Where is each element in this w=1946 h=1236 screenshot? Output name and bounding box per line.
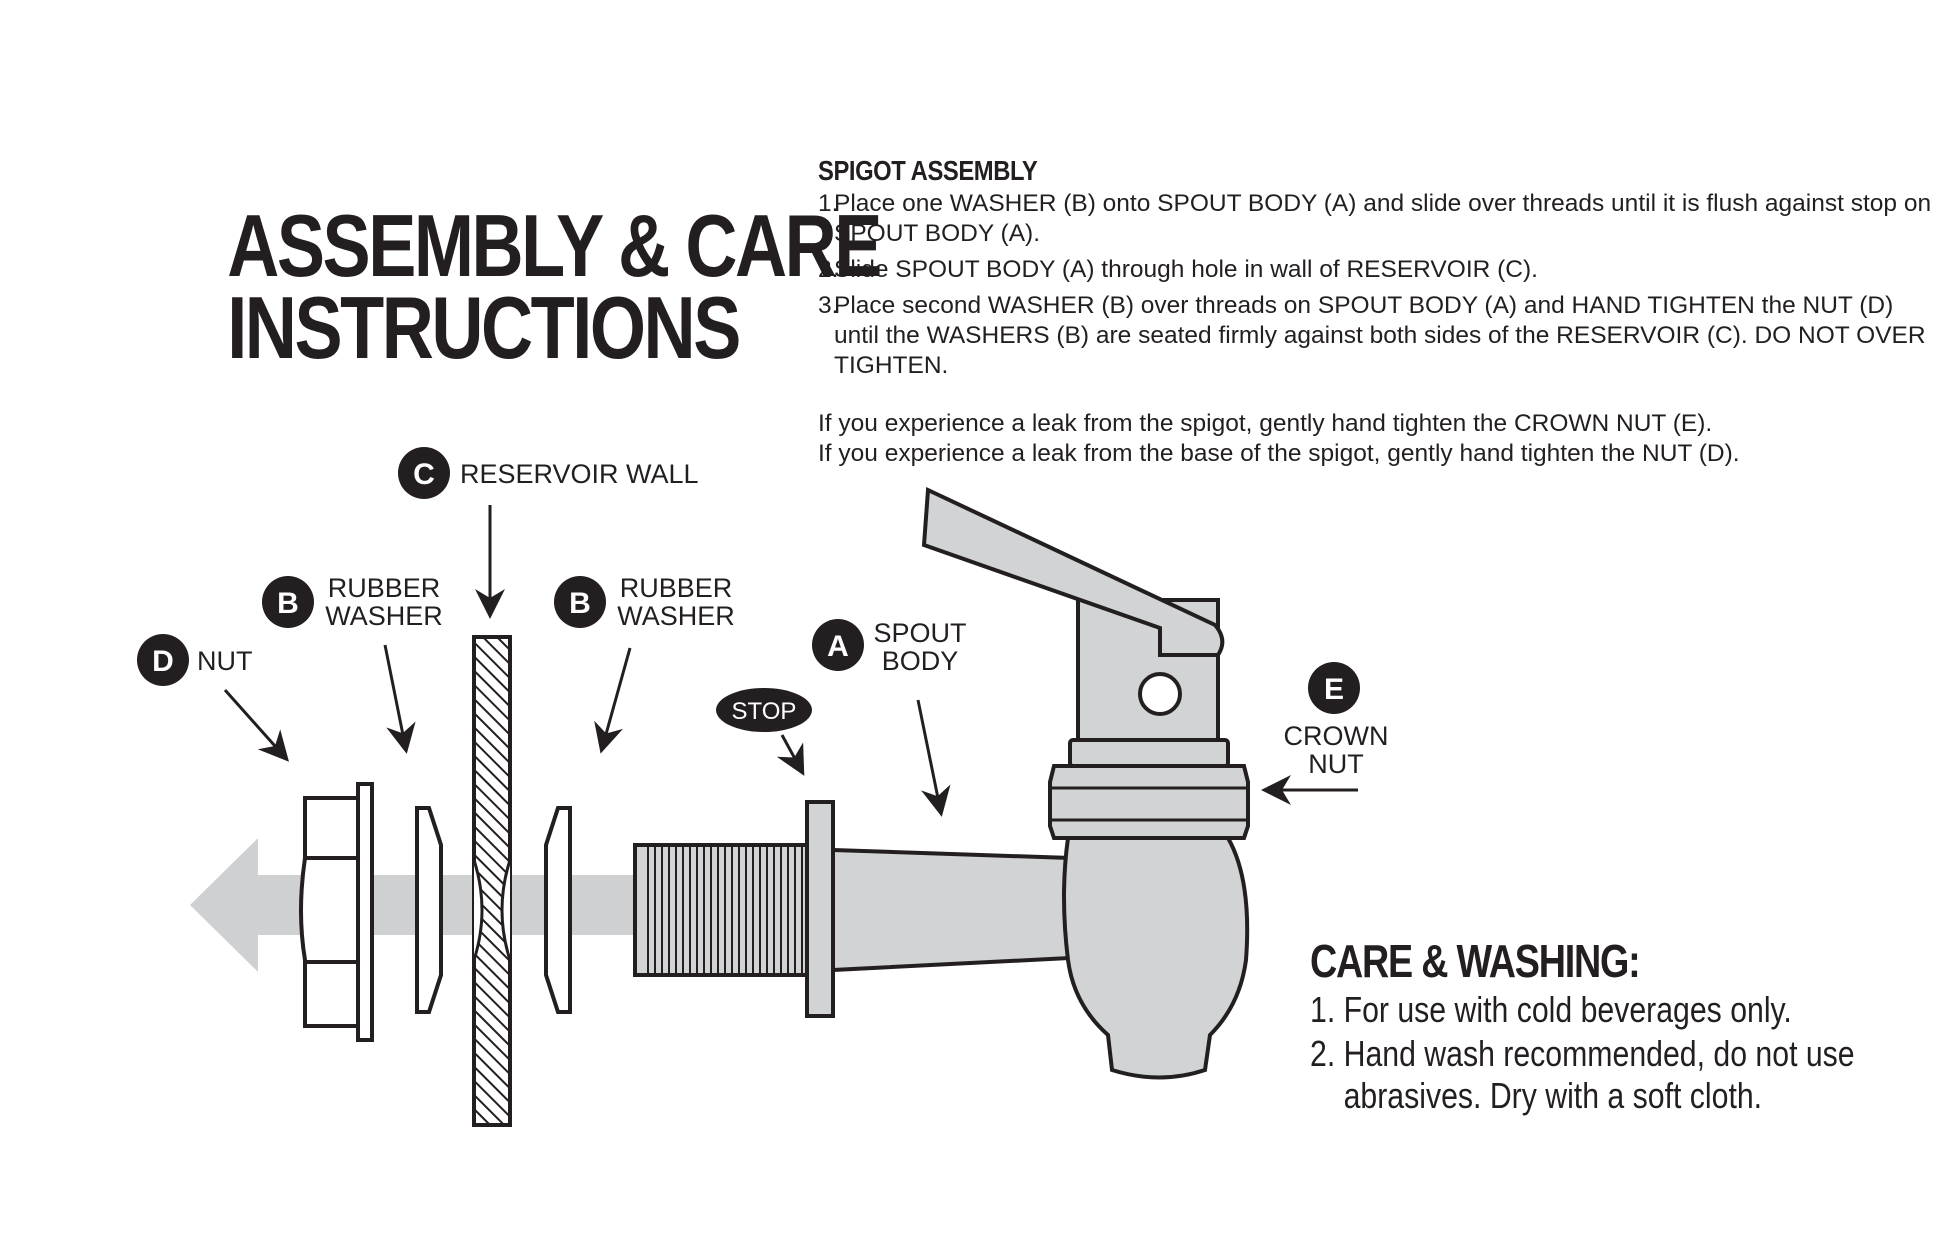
spigot-step-2: 2. Slide SPOUT BODY (A) through hole in … — [818, 255, 1938, 285]
arrow-washer-right — [594, 647, 632, 754]
step-number: 1. — [818, 190, 839, 217]
stop-flange — [805, 800, 835, 1018]
title-line-2: INSTRUCTIONS — [227, 278, 741, 377]
step-text: Slide SPOUT BODY (A) through hole in wal… — [834, 256, 1538, 283]
badge-b-right — [554, 576, 606, 628]
care-washing-heading: CARE & WASHING: — [1310, 935, 1641, 987]
care-item-number: 1. — [1310, 989, 1336, 1030]
leak-note-crown-nut: If you experience a leak from the spigot… — [818, 410, 1713, 437]
step-text: Place second WASHER (B) over threads on … — [834, 292, 1926, 379]
spout-threads — [633, 843, 809, 977]
step-number: 3. — [818, 292, 839, 319]
label-nut-line2: NUT — [1308, 749, 1364, 779]
badge-b-left — [262, 576, 314, 628]
badge-a — [812, 619, 864, 671]
label-crown-line1: CROWN — [1284, 721, 1389, 751]
badge-c-letter: C — [413, 458, 435, 491]
care-item-1: 1. For use with cold beverages only. — [1310, 989, 1881, 1031]
arrow-washer-left — [383, 644, 416, 754]
badge-d-letter: D — [152, 645, 174, 678]
badge-b-left-letter: B — [277, 587, 299, 620]
badge-e-letter: E — [1324, 673, 1344, 706]
faucet-body — [1062, 836, 1250, 1080]
nut-part — [299, 782, 374, 1042]
label-stop: STOP — [732, 698, 797, 725]
reservoir-wall — [472, 635, 512, 1127]
label-rubber-right-line1: RUBBER — [620, 573, 733, 603]
spigot-assembly-heading: SPIGOT ASSEMBLY — [818, 155, 1038, 186]
crown-nut-part — [1048, 738, 1250, 840]
spigot-step-1: 1. Place one WASHER (B) onto SPOUT BODY … — [818, 189, 1938, 249]
label-nut: NUT — [197, 646, 253, 676]
lever-handle — [921, 486, 1225, 742]
step-text: Place one WASHER (B) onto SPOUT BODY (A)… — [834, 190, 1932, 247]
care-washing-section: CARE & WASHING: 1. For use with cold bev… — [1310, 935, 1930, 1117]
rubber-washer-left — [415, 806, 443, 1014]
label-rubber-left-line1: RUBBER — [328, 573, 441, 603]
badge-b-right-letter: B — [569, 587, 591, 620]
thread-lines — [647, 847, 803, 973]
badge-a-letter: A — [827, 630, 849, 663]
label-body-line2: BODY — [882, 646, 959, 676]
label-washer-left-line2: WASHER — [325, 601, 443, 631]
care-item-text: Hand wash recommended, do not use abrasi… — [1343, 1033, 1855, 1116]
label-reservoir-wall: RESERVOIR WALL — [460, 459, 699, 489]
care-item-text: For use with cold beverages only. — [1343, 989, 1792, 1030]
leak-note-nut: If you experience a leak from the base o… — [818, 440, 1740, 467]
arrow-stop — [776, 734, 805, 776]
arrow-spout-body — [916, 699, 951, 817]
step-number: 2. — [818, 256, 839, 283]
arrow-nut — [223, 689, 289, 762]
care-item-2: 2. Hand wash recommended, do not use abr… — [1310, 1033, 1881, 1117]
badge-d — [137, 634, 189, 686]
stop-badge — [716, 688, 812, 732]
spigot-step-3: 3. Place second WASHER (B) over threads … — [818, 291, 1938, 381]
badge-c — [398, 447, 450, 499]
rubber-washer-right — [544, 806, 572, 1014]
label-washer-right-line2: WASHER — [617, 601, 735, 631]
label-spout-line1: SPOUT — [873, 618, 966, 648]
spigot-assembly-section: SPIGOT ASSEMBLY 1. Place one WASHER (B) … — [818, 155, 1938, 469]
badge-e — [1308, 662, 1360, 714]
care-item-number: 2. — [1310, 1033, 1336, 1074]
spout-body-part — [831, 847, 1076, 973]
